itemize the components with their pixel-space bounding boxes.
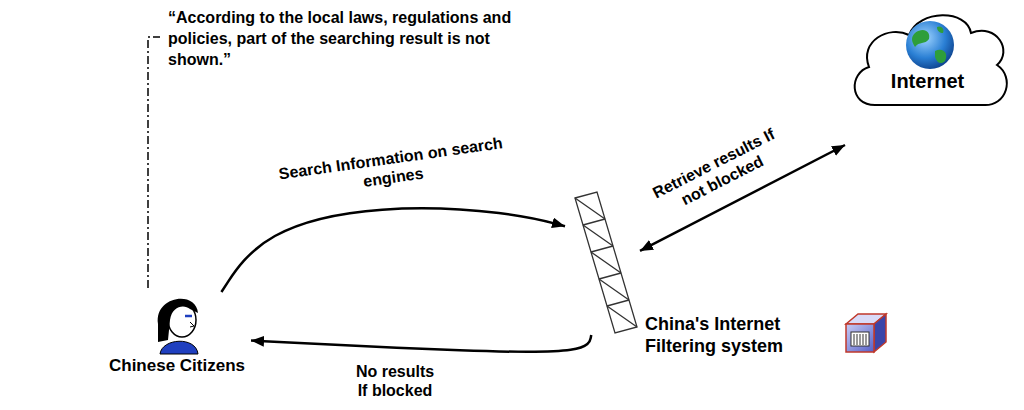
node-label: Chinese Citizens xyxy=(109,356,245,376)
edge-label: No results If blocked xyxy=(348,361,443,401)
flow-arrow xyxy=(251,335,591,352)
leader-line xyxy=(148,37,160,288)
person-icon xyxy=(158,299,198,354)
server-icon xyxy=(846,314,886,352)
person-node: Chinese Citizens xyxy=(103,292,251,380)
edge-label: Search Information on search engines xyxy=(253,129,531,207)
filter-wall xyxy=(575,192,637,333)
filter-node: China's Internet Filtering system xyxy=(565,190,640,335)
node-label: China's Internet Filtering system xyxy=(645,314,830,357)
edge-label: Retrieve results If not blocked xyxy=(643,120,793,223)
cloud-node: Internet xyxy=(845,5,1010,145)
quote-note: “According to the local laws, regulation… xyxy=(168,8,513,70)
flow-arrow xyxy=(221,208,565,292)
node-label: Internet xyxy=(845,69,1010,93)
